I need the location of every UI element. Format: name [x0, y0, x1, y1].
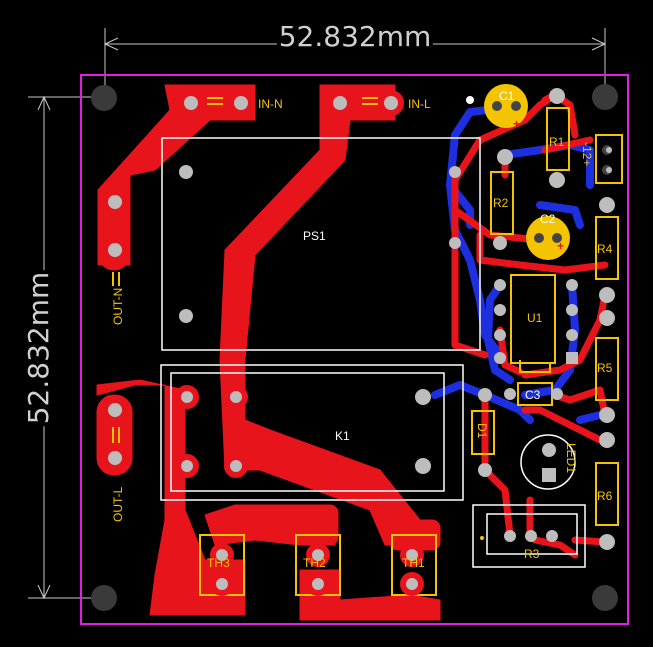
- label-in-l: IN-L: [408, 97, 431, 111]
- label-c1-plus: +: [513, 117, 520, 131]
- label-c3: C3: [525, 388, 541, 402]
- k1-outline-outer: [160, 364, 464, 501]
- r3-outline-inner: [486, 513, 578, 555]
- label-c2-plus: +: [557, 239, 564, 253]
- label-r5: R5: [597, 361, 613, 375]
- label-r3: R3: [524, 547, 540, 561]
- label-connector-12v: -12+: [580, 142, 594, 166]
- label-th2: TH2: [303, 556, 326, 570]
- label-out-n: OUT-N: [111, 288, 125, 325]
- c1-body: [484, 84, 528, 128]
- label-r2: R2: [493, 196, 509, 210]
- vertical-dimension-label: 52.832mm: [22, 272, 55, 425]
- label-c1: C1: [499, 89, 515, 103]
- component-labels: IN-N IN-L OUT-N OUT-L PS1 K1 TH3 TH2 TH1…: [111, 89, 613, 570]
- label-th1: TH1: [402, 556, 425, 570]
- k1-outline-inner: [170, 372, 445, 492]
- silkscreen-outlines: [160, 137, 586, 568]
- label-u1: U1: [527, 311, 543, 325]
- label-r6: R6: [597, 489, 613, 503]
- vertical-dimension: [28, 95, 95, 600]
- label-r4: R4: [597, 242, 613, 256]
- pads: [91, 84, 618, 611]
- board-outline: [80, 74, 629, 625]
- horizontal-dimension-label: 52.832mm: [279, 20, 432, 53]
- led1-flat-outline: [519, 360, 551, 373]
- label-led1: LED1: [564, 443, 578, 473]
- ps1-outline: [161, 137, 481, 351]
- label-r1: R1: [549, 135, 565, 149]
- top-copper-layer: [96, 84, 441, 621]
- label-ps1: PS1: [303, 229, 326, 243]
- label-out-l: OUT-L: [111, 486, 125, 522]
- led1-outline: [520, 434, 576, 490]
- label-in-n: IN-N: [258, 97, 283, 111]
- label-d1: D1: [475, 423, 489, 439]
- horizontal-dimension: [103, 28, 607, 95]
- label-k1: K1: [335, 429, 350, 443]
- label-c2: C2: [540, 212, 556, 226]
- label-th3: TH3: [207, 556, 230, 570]
- r3-outline-outer: [472, 504, 586, 568]
- c2-body: [526, 216, 570, 260]
